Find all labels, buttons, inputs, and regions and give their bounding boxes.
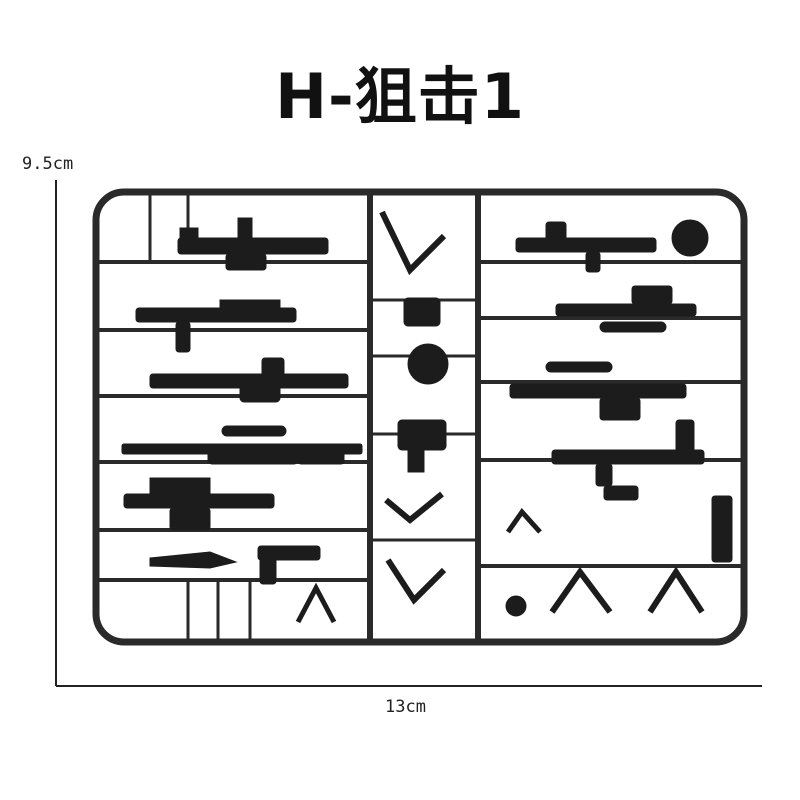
sniper-part-4 bbox=[121, 425, 363, 465]
rifle-part-1 bbox=[177, 217, 329, 271]
rifle-part-2 bbox=[135, 299, 297, 353]
rifle-part-r2 bbox=[555, 285, 697, 333]
holster-part bbox=[397, 419, 447, 473]
rifle-part-3 bbox=[149, 357, 349, 403]
rifle-part-r1 bbox=[515, 221, 657, 273]
magazine-part bbox=[403, 297, 441, 327]
dimension-lines bbox=[55, 180, 762, 687]
rifle-part-5 bbox=[123, 477, 275, 531]
helmet-part bbox=[671, 219, 709, 257]
bipod-part-left bbox=[295, 582, 337, 624]
scope-cap-part bbox=[407, 343, 449, 385]
product-title: H-狙击1 bbox=[275, 60, 525, 133]
grenade-part bbox=[505, 595, 527, 617]
sprue-frame bbox=[92, 188, 748, 646]
bipod-right-1 bbox=[549, 566, 705, 614]
width-dimension-label: 13cm bbox=[385, 697, 426, 717]
stand-plate-part bbox=[711, 495, 733, 563]
sniper-part-r3 bbox=[509, 361, 687, 421]
small-bipod-part bbox=[505, 507, 542, 534]
weapon-parts bbox=[121, 210, 733, 624]
height-dimension-label: 9.5cm bbox=[22, 154, 74, 174]
bipod-center-2 bbox=[384, 491, 447, 605]
knife-part bbox=[149, 551, 238, 569]
bipod-center-1 bbox=[379, 210, 447, 276]
pistol-part bbox=[257, 545, 321, 585]
rifle-part-r4 bbox=[551, 419, 705, 501]
